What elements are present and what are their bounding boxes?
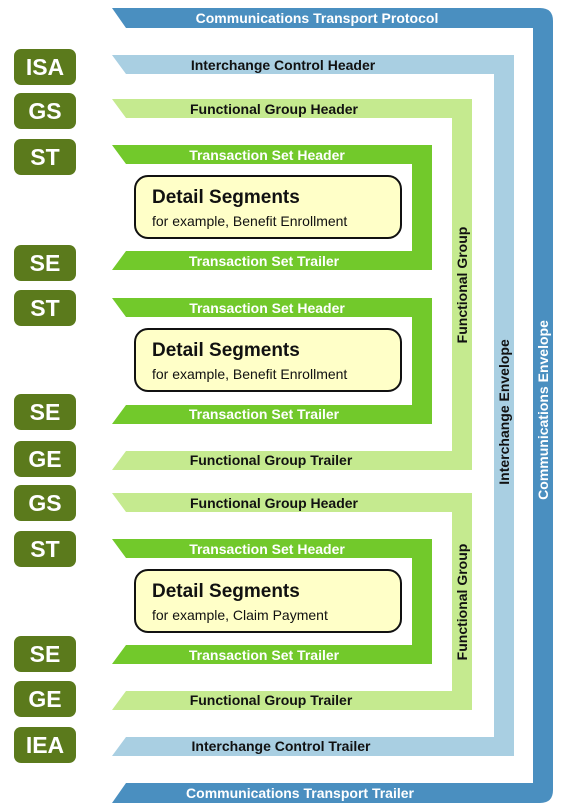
- detail-segments-example: for example, Benefit Enrollment: [152, 366, 348, 382]
- interchange-envelope-label: Interchange Envelope: [496, 339, 512, 485]
- interchange-trailer-label: Interchange Control Trailer: [192, 738, 371, 754]
- functional-group-2-label: Functional Group: [454, 544, 470, 661]
- communications-trailer-label: Communications Transport Trailer: [186, 785, 414, 801]
- functional-group-1-trailer-label: Functional Group Trailer: [190, 452, 353, 468]
- iea-badge: IEA: [14, 727, 76, 763]
- transaction-set-1-trailer-label: Transaction Set Trailer: [189, 253, 340, 269]
- detail-segments-example: for example, Claim Payment: [152, 607, 328, 623]
- detail-segments-box-3: Detail Segments for example, Claim Payme…: [134, 569, 402, 633]
- transaction-set-1-frame: [112, 145, 432, 270]
- detail-segments-example: for example, Benefit Enrollment: [152, 213, 348, 229]
- detail-segments-title: Detail Segments: [152, 340, 300, 361]
- st-badge: ST: [14, 290, 76, 326]
- transaction-set-3-frame: [112, 539, 432, 664]
- isa-badge: ISA: [14, 49, 76, 85]
- detail-segments-box-2: Detail Segments for example, Benefit Enr…: [134, 328, 402, 392]
- se-badge: SE: [14, 394, 76, 430]
- transaction-set-2-trailer-label: Transaction Set Trailer: [189, 406, 340, 422]
- transaction-set-1-header-label: Transaction Set Header: [189, 147, 345, 163]
- ge-badge: GE: [14, 441, 76, 477]
- gs-badge: GS: [14, 93, 76, 129]
- functional-group-2-trailer-label: Functional Group Trailer: [190, 692, 353, 708]
- transaction-set-3-header-label: Transaction Set Header: [189, 541, 345, 557]
- functional-group-1-label: Functional Group: [454, 227, 470, 344]
- detail-segments-title: Detail Segments: [152, 581, 300, 602]
- interchange-header-label: Interchange Control Header: [191, 57, 376, 73]
- communications-envelope-label: Communications Envelope: [535, 320, 551, 500]
- transaction-set-2-header-label: Transaction Set Header: [189, 300, 345, 316]
- gs-badge: GS: [14, 485, 76, 521]
- detail-segments-title: Detail Segments: [152, 187, 300, 208]
- st-badge: ST: [14, 139, 76, 175]
- detail-segments-box-1: Detail Segments for example, Benefit Enr…: [134, 175, 402, 239]
- functional-group-2-header-label: Functional Group Header: [190, 495, 359, 511]
- transaction-set-2-frame: [112, 298, 432, 424]
- st-badge: ST: [14, 531, 76, 567]
- se-badge: SE: [14, 636, 76, 672]
- functional-group-1-header-label: Functional Group Header: [190, 101, 359, 117]
- communications-header-label: Communications Transport Protocol: [196, 10, 439, 26]
- ge-badge: GE: [14, 681, 76, 717]
- transaction-set-3-trailer-label: Transaction Set Trailer: [189, 647, 340, 663]
- se-badge: SE: [14, 245, 76, 281]
